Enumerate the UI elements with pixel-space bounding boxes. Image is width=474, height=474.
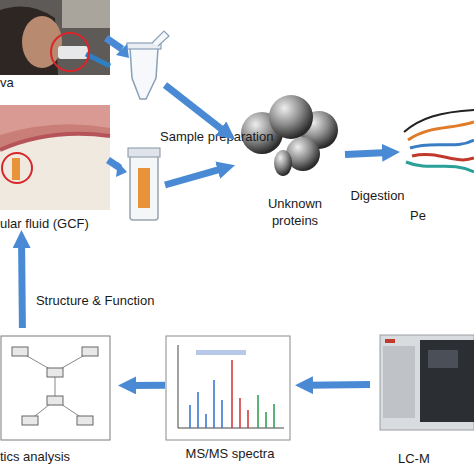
network-node [47,368,63,377]
arrow-shaft [106,38,122,49]
arrow-head [116,162,127,177]
sample-photo: ular fluid (GCF) [0,105,165,230]
node-label: va [0,74,14,91]
photo-window [62,0,110,28]
photo-gumline [0,134,110,150]
sample-photo: va [0,0,165,100]
spectrum-peak [258,395,274,428]
photo-background [0,105,110,210]
network-node [82,347,98,356]
spectrum-frame [166,336,290,440]
peptide-group: Pe [400,110,474,225]
collection-device [58,46,88,59]
node-label: MS/MS spectra [165,445,295,462]
flow-arrow [130,382,165,389]
protein-sphere [269,95,313,139]
spectrum-peak [190,380,222,428]
highlight-circle [51,33,89,71]
tube-cap [128,148,160,157]
node-label: tics analysis [0,448,70,465]
sequence-bar [196,350,246,355]
network-node [22,416,38,425]
spectrum-axis [178,345,284,428]
protein-cluster: Unknown proteins [235,95,345,230]
flow-arrow [307,381,370,389]
network-edge [20,352,90,420]
node-label: LC-M [398,450,430,467]
spectrum-peak [232,360,248,428]
analysis-panel: tics analysis [0,328,118,468]
instrument-image: LC-M [370,325,474,470]
flow-arrow [345,153,388,155]
edge-label: Structure & Function [36,292,155,309]
highlight-circle [2,153,32,183]
photo-face [22,16,62,68]
instrument-logo [385,339,395,343]
flow-arrow [165,168,223,185]
edge-label: Digestion [350,187,404,204]
network-node [77,416,93,425]
photo-lip [0,105,110,135]
node-label: Pe [410,207,426,224]
network-node [47,396,63,405]
peptide-strand [410,140,474,148]
paper-strip [138,168,150,208]
photo-tooth [0,134,110,210]
peptide-strand [412,155,474,160]
paper-strip [12,158,20,180]
sample-tube [130,152,158,220]
instrument-body [380,335,474,430]
instrument-front [420,340,474,422]
peptide-strand [408,122,474,140]
protein-sphere [274,150,292,176]
tube-cap [152,31,169,46]
sample-tube [130,48,158,99]
step-label: Sample preparation [160,128,273,145]
instrument-screen [428,350,458,368]
analysis-frame [1,336,110,440]
photo-background [0,0,110,75]
flow-arrow [165,85,226,132]
instrument-side [383,346,415,418]
node-label: ular fluid (GCF) [0,215,89,232]
network-node [12,347,28,356]
spectrum-panel: MS/MS spectra [165,330,295,465]
peptide-strand [406,162,474,172]
arrow-head [116,44,129,58]
node-label: Unknown proteins [255,195,335,229]
flow-arrow [18,242,26,328]
